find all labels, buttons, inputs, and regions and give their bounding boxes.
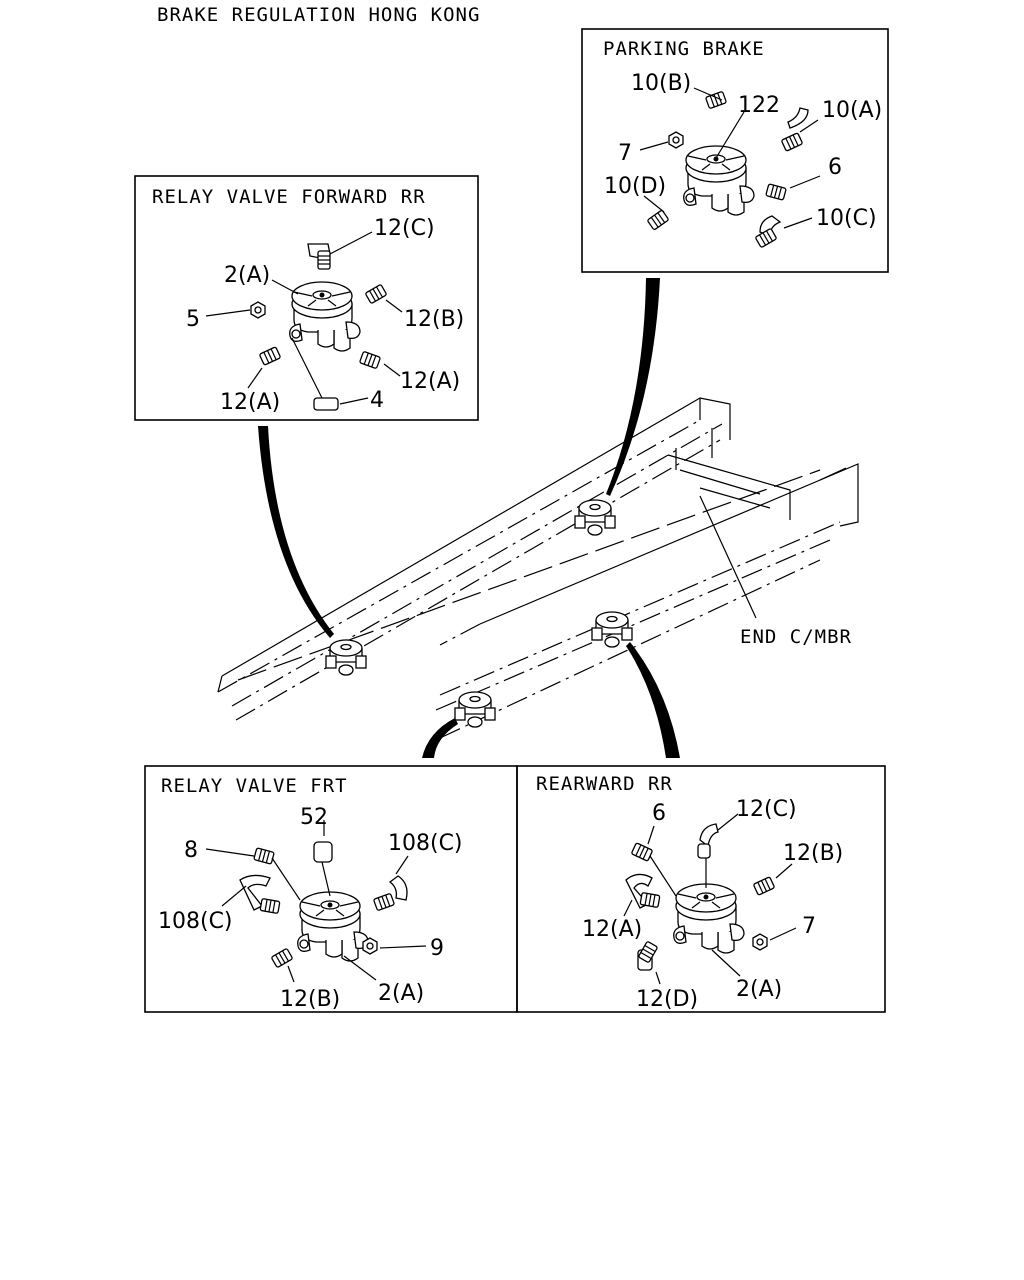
callout-108c-left: 108(C) xyxy=(158,909,233,934)
callout-12b: 12(B) xyxy=(280,987,340,1012)
callout-7: 7 xyxy=(618,141,632,166)
callout-7: 7 xyxy=(802,914,816,939)
leader-frt xyxy=(422,718,458,758)
rearward-rr-title: REARWARD RR xyxy=(536,773,673,795)
end-cross-member-label: END C/MBR xyxy=(740,626,852,648)
relay-valve-frt-panel: RELAY VALVE FRT 52 8 108(C) 108(C) 9 12(… xyxy=(144,765,518,1013)
diagram-title: BRAKE REGULATION HONG KONG xyxy=(157,4,480,26)
callout-12a-right: 12(A) xyxy=(400,369,460,394)
leader-rearward xyxy=(626,642,680,758)
leader-forward-rr xyxy=(258,426,334,638)
parking-brake-panel: PARKING BRAKE 10(B) 122 10(A) 7 6 10(D) … xyxy=(581,28,889,273)
parking-brake-title: PARKING BRAKE xyxy=(603,38,765,60)
frame-valve-frt xyxy=(454,691,496,728)
callout-52: 52 xyxy=(300,805,328,830)
callout-12d: 12(D) xyxy=(636,987,698,1012)
frt-title: RELAY VALVE FRT xyxy=(161,775,348,797)
callout-6: 6 xyxy=(652,801,666,826)
forward-rr-title: RELAY VALVE FORWARD RR xyxy=(152,186,426,208)
callout-122: 122 xyxy=(738,93,780,118)
callout-12b: 12(B) xyxy=(783,841,843,866)
callout-10c: 10(C) xyxy=(816,206,877,231)
callout-9: 9 xyxy=(430,936,444,961)
callout-10b: 10(B) xyxy=(631,71,691,96)
frame-valve-rearward-rr xyxy=(591,611,633,648)
callout-2a: 2(A) xyxy=(224,263,270,288)
callout-2a: 2(A) xyxy=(378,981,424,1006)
frame-valve-forward-rr xyxy=(325,639,367,676)
callout-12c: 12(C) xyxy=(736,797,797,822)
callout-12b: 12(B) xyxy=(404,307,464,332)
callout-108c-right: 108(C) xyxy=(388,831,463,856)
callout-5: 5 xyxy=(186,307,200,332)
callout-8: 8 xyxy=(184,838,198,863)
callout-10d: 10(D) xyxy=(604,174,666,199)
callout-12c: 12(C) xyxy=(374,216,435,241)
callout-2a: 2(A) xyxy=(736,977,782,1002)
leader-parking xyxy=(606,278,660,496)
relay-valve-forward-rr-panel: RELAY VALVE FORWARD RR 12(C) 2(A) 5 12(B… xyxy=(134,175,479,421)
frame-valve-parking xyxy=(574,499,616,536)
callout-12a-left: 12(A) xyxy=(220,390,280,415)
callout-10a: 10(A) xyxy=(822,98,882,123)
chassis-frame xyxy=(217,397,859,739)
callout-4: 4 xyxy=(370,388,384,413)
rearward-rr-panel: REARWARD RR 6 12(C) 12(B) 12(A) 7 12(D) … xyxy=(516,765,886,1013)
callout-6: 6 xyxy=(828,155,842,180)
callout-12a: 12(A) xyxy=(582,917,642,942)
